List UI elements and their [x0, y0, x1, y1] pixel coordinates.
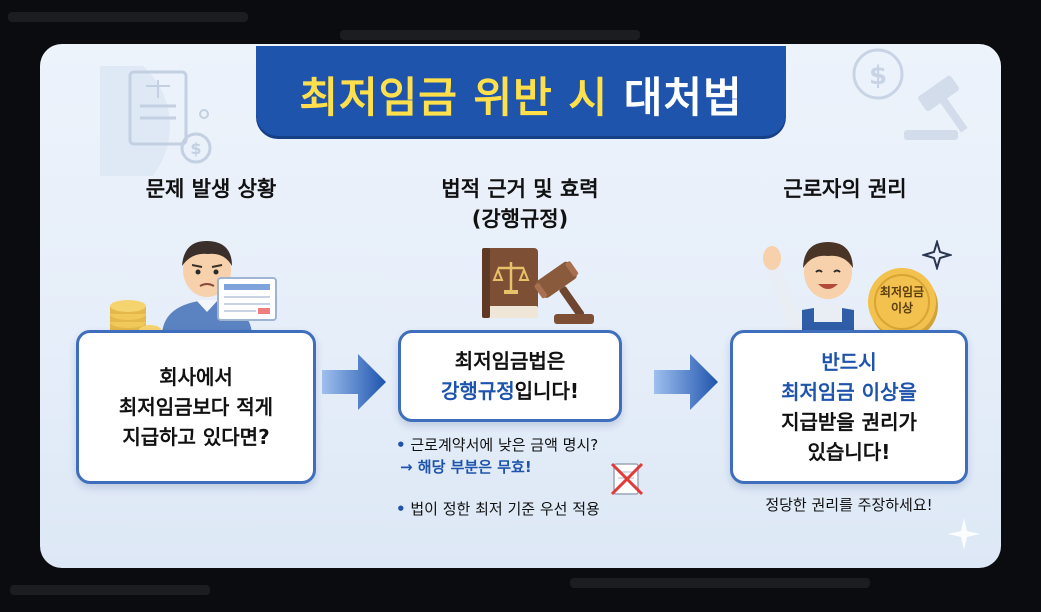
arrow-right-icon	[322, 354, 386, 410]
page-title: 최저임금 위반 시 대처법	[299, 73, 743, 122]
background-text-row	[8, 12, 248, 22]
infographic-card: $ $ 최저임금 위반 시 대처법 문제 발생 상황	[40, 44, 1001, 568]
heading-problem: 문제 발생 상황	[145, 177, 277, 201]
worker-happy-icon	[763, 242, 874, 338]
dollar-coin-icon	[868, 268, 938, 340]
rights-note: 정당한 권리를 주장하세요!	[765, 496, 933, 514]
arrow-right-icon	[654, 354, 718, 410]
svg-text:$: $	[190, 139, 201, 158]
heading-worker-rights: 근로자의 권리	[783, 177, 907, 201]
worker-rights-box: 반드시 최저임금 이상을 지급받을 권리가 있습니다!	[730, 330, 968, 484]
background-text-row	[10, 585, 210, 595]
pay-slip-icon	[217, 277, 277, 321]
problem-box: 회사에서 최저임금보다 적게 지급하고 있다면?	[76, 330, 316, 484]
coin-label: 최저임금 이상	[879, 285, 925, 315]
background-text-row	[570, 578, 870, 588]
bullet-contract-void: • 근로계약서에 낮은 금액 명시? → 해당 부분은 무효!	[396, 436, 599, 476]
sparkle-icon	[948, 518, 980, 550]
title-banner: 최저임금 위반 시 대처법	[256, 46, 786, 136]
sparkle-icon	[922, 240, 952, 270]
bullet-minimum-priority: • 법이 정한 최저 기준 우선 적용	[396, 500, 600, 518]
svg-text:$: $	[869, 61, 887, 91]
law-book-icon	[482, 248, 538, 318]
gavel-icon	[904, 75, 968, 140]
void-contract-icon	[610, 462, 644, 496]
legal-basis-box: 최저임금법은 강행규정입니다!	[398, 330, 622, 422]
gavel-icon	[534, 261, 594, 324]
heading-legal-basis: 법적 근거 및 효력 (강행규정)	[441, 177, 599, 231]
background-text-row	[340, 30, 640, 40]
dollar-coin-icon: $	[852, 48, 904, 100]
document-scale-icon: $	[100, 66, 212, 176]
